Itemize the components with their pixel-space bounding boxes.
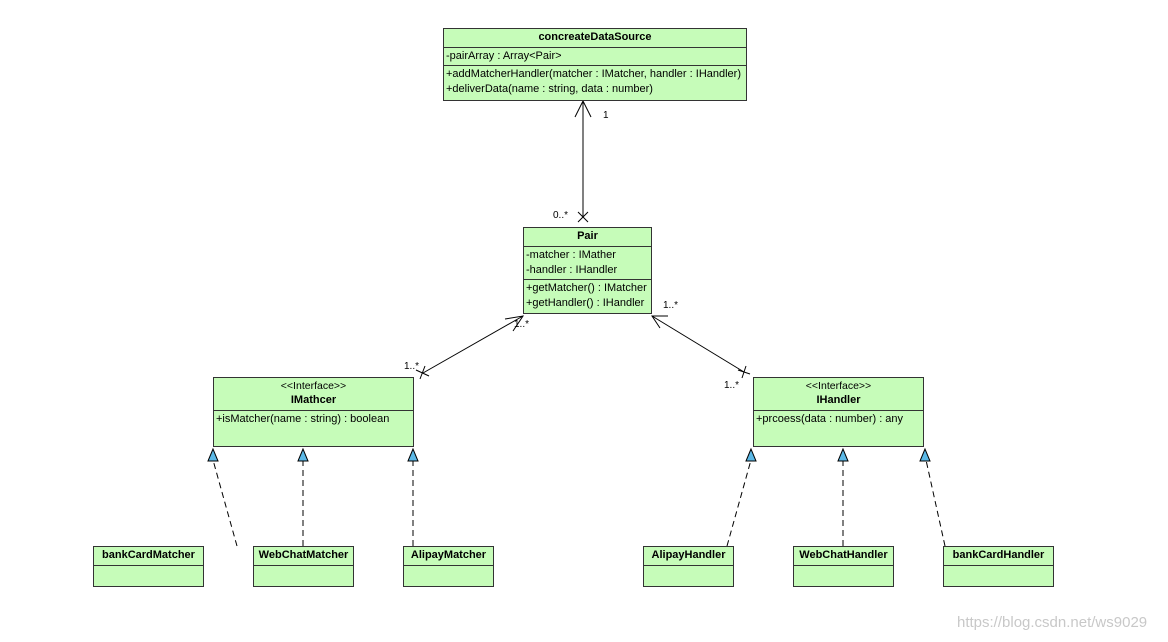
multiplicity-matcher-end: 1..* — [404, 361, 420, 372]
stereotype-label: <<Interface>> — [805, 380, 872, 392]
class-webchat-handler[interactable]: WebChatHandler — [793, 546, 894, 587]
multiplicity-handler-end: 1..* — [724, 380, 740, 391]
multiplicity-pair-left-end: 1..* — [514, 319, 530, 330]
class-webchat-matcher[interactable]: WebChatMatcher — [253, 546, 354, 587]
operations-compartment: +getMatcher() : IMatcher +getHandler() :… — [524, 279, 651, 312]
multiplicity-pair-right-end: 1..* — [663, 300, 679, 311]
class-name: concreateDataSource — [538, 31, 652, 43]
association-pair-datasource — [574, 99, 592, 223]
class-name: AlipayHandler — [651, 549, 726, 561]
watermark: https://blog.csdn.net/ws9029 — [957, 614, 1148, 631]
operations-compartment: +isMatcher(name : string) : boolean — [214, 410, 413, 428]
class-name: bankCardMatcher — [102, 549, 195, 561]
empty-compartment — [94, 565, 203, 568]
interface-ihandler[interactable]: <<Interface>> IHandler +prcoess(data : n… — [753, 377, 924, 447]
stereotype-label: <<Interface>> — [280, 380, 347, 392]
realization-bankcard-matcher — [207, 447, 238, 547]
class-name: IMathcer — [290, 394, 337, 406]
multiplicity-pair-top-end: 0..* — [553, 210, 569, 221]
class-name: IHandler — [816, 394, 861, 406]
empty-compartment — [404, 565, 493, 568]
operation: +isMatcher(name : string) : boolean — [216, 413, 390, 425]
empty-compartment — [794, 565, 893, 568]
attributes-compartment: -matcher : IMather -handler : IHandler — [524, 246, 651, 279]
attributes-compartment: -pairArray : Array<Pair> — [444, 47, 746, 65]
realization-alipay-handler — [726, 447, 757, 547]
realization-webchat-handler — [837, 447, 849, 546]
empty-compartment — [644, 565, 733, 568]
class-name: AlipayMatcher — [410, 549, 487, 561]
interface-imatcher[interactable]: <<Interface>> IMathcer +isMatcher(name :… — [213, 377, 414, 447]
class-pair[interactable]: Pair -matcher : IMather -handler : IHand… — [523, 227, 652, 314]
class-alipay-matcher[interactable]: AlipayMatcher — [403, 546, 494, 587]
operation: +prcoess(data : number) : any — [756, 413, 904, 425]
class-bank-card-handler[interactable]: bankCardHandler — [943, 546, 1054, 587]
association-matcher-pair — [415, 315, 525, 380]
realization-webchat-matcher — [297, 447, 309, 546]
operations-compartment: +addMatcherHandler(matcher : IMatcher, h… — [444, 65, 746, 98]
attribute: -matcher : IMather — [526, 249, 616, 261]
class-alipay-handler[interactable]: AlipayHandler — [643, 546, 734, 587]
empty-compartment — [254, 565, 353, 568]
attribute: -handler : IHandler — [526, 264, 618, 276]
realization-alipay-matcher — [407, 447, 419, 546]
class-concrete-data-source[interactable]: concreateDataSource -pairArray : Array<P… — [443, 28, 747, 101]
empty-compartment — [944, 565, 1053, 568]
operation: +getHandler() : IHandler — [526, 297, 645, 309]
class-name: Pair — [577, 230, 598, 242]
realization-bankcard-handler — [919, 447, 946, 547]
multiplicity-source-end: 1 — [603, 110, 609, 121]
class-name: bankCardHandler — [952, 549, 1045, 561]
class-bank-card-matcher[interactable]: bankCardMatcher — [93, 546, 204, 587]
operation: +addMatcherHandler(matcher : IMatcher, h… — [446, 68, 742, 80]
class-name: WebChatHandler — [799, 549, 888, 561]
class-name: WebChatMatcher — [258, 549, 349, 561]
attribute: -pairArray : Array<Pair> — [446, 50, 562, 62]
operations-compartment: +prcoess(data : number) : any — [754, 410, 923, 428]
operation: +getMatcher() : IMatcher — [526, 282, 647, 294]
operation: +deliverData(name : string, data : numbe… — [446, 83, 653, 95]
association-handler-pair — [651, 315, 751, 379]
